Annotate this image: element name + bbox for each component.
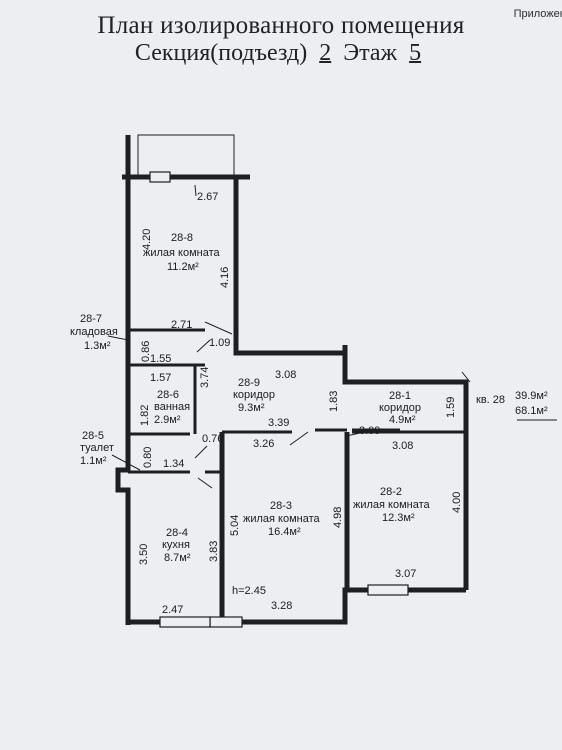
dim-4-20: 4.20 (141, 229, 153, 250)
room-281-name: коридор (379, 402, 421, 414)
room-285-name: туалет (80, 442, 114, 454)
dim-5-04: 5.04 (229, 515, 241, 536)
dim-4-98: 4.98 (332, 507, 344, 528)
room-288-id: 28-8 (171, 232, 193, 244)
window-kitchen (159, 616, 211, 628)
room-283-id: 28-3 (270, 500, 292, 512)
dim-4-00: 4.00 (451, 492, 463, 513)
room-283-area: 16.4м² (268, 526, 301, 538)
window-bedroom (149, 171, 171, 183)
room-286-id: 28-6 (157, 389, 179, 401)
door-swing-bedroom2 (345, 431, 366, 437)
leader-apartment (461, 371, 471, 383)
balcony-outline (137, 134, 235, 175)
room-285-area: 1.1м² (80, 455, 107, 467)
room-287-name: кладовая (70, 326, 118, 338)
room-288-area: 11.2м² (167, 261, 199, 273)
section-floor-line: Секция(подъезд) 2 Этаж 5 (0, 40, 562, 67)
corner-note: Приложени (513, 8, 562, 20)
room-286-area: 2.9м² (154, 414, 181, 426)
apartment-living-area: 39.9м² (515, 390, 548, 402)
door-swing-storage (204, 321, 233, 335)
leader-storage (107, 335, 129, 341)
room-284-name: кухня (162, 539, 190, 551)
room-287-id: 28-7 (80, 313, 102, 325)
room-284-area: 8.7м² (164, 552, 191, 564)
dim-1-59: 1.59 (445, 397, 457, 418)
room-289-id: 28-9 (238, 377, 260, 389)
dim-3-50: 3.50 (138, 544, 150, 565)
dim-0-76: 0.76 (202, 433, 223, 445)
room-289-area: 9.3м² (238, 402, 265, 414)
window-living (209, 616, 243, 628)
door-swing-toilet (194, 445, 208, 459)
room-288-name: жилая комната (143, 247, 221, 259)
wall-corridor-top (342, 345, 469, 590)
door-swing-living (289, 431, 309, 446)
outer-wall-west (115, 135, 131, 625)
room-284-id: 28-4 (166, 527, 188, 539)
dim-3-74: 3.74 (199, 367, 211, 388)
dim-3-26: 3.26 (253, 438, 274, 450)
door-swing-bath (196, 339, 211, 353)
floor-value: 5 (409, 40, 422, 66)
dim-3-39: 3.39 (268, 417, 289, 429)
floor-label: Этаж (343, 40, 398, 66)
room-282-name: жилая комната (353, 499, 431, 511)
dim-2-47: 2.47 (162, 604, 183, 616)
room-286-name: ванная (154, 401, 190, 413)
room-283-name: жилая комната (243, 513, 321, 525)
room-285-id: 28-5 (82, 430, 104, 442)
dim-1-82: 1.82 (139, 405, 151, 426)
room-281-id: 28-1 (389, 390, 411, 402)
dim-1-34: 1.34 (163, 458, 184, 470)
section-value: 2 (319, 40, 332, 66)
room-282-area: 12.3м² (382, 512, 415, 524)
dim-3-07: 3.07 (395, 568, 416, 580)
dim-2-67: 2.67 (197, 191, 218, 203)
dim-3-08-bedroom: 3.08 (392, 440, 413, 452)
dim-1-57: 1.57 (150, 372, 171, 384)
leader-toilet (111, 454, 141, 471)
dim-3-83: 3.83 (208, 541, 220, 562)
dim-0-80: 0.80 (142, 447, 154, 468)
section-label: Секция(подъезд) (134, 40, 308, 66)
dim-1-09: 1.09 (209, 337, 230, 349)
apartment-total-area: 68.1м² (515, 405, 548, 417)
dim-height: h=2.45 (232, 585, 266, 597)
dim-1-83: 1.83 (328, 391, 340, 412)
room-289-name: коридор (233, 389, 275, 401)
room-287-area: 1.3м² (84, 340, 111, 352)
room-281-area: 4.9м² (389, 414, 416, 426)
wall-bedroom-east (233, 177, 345, 356)
apartment-label: кв. 28 (476, 394, 505, 406)
dim-3-08-corridor: 3.08 (275, 369, 296, 381)
dim-3-09: 3.09 (359, 425, 380, 437)
door-swing-kitchen (197, 477, 213, 489)
dim-tick-267 (194, 184, 197, 197)
dim-3-28: 3.28 (271, 600, 292, 612)
window-bedroom2 (367, 584, 409, 596)
page-title: План изолированного помещения (97, 12, 465, 39)
dim-4-16: 4.16 (219, 267, 231, 288)
wall-living-top (222, 428, 400, 434)
room-282-id: 28-2 (380, 486, 402, 498)
dim-0-86: 0.86 (140, 341, 152, 362)
dim-1-55: 1.55 (150, 353, 171, 365)
dim-2-71: 2.71 (171, 319, 192, 331)
